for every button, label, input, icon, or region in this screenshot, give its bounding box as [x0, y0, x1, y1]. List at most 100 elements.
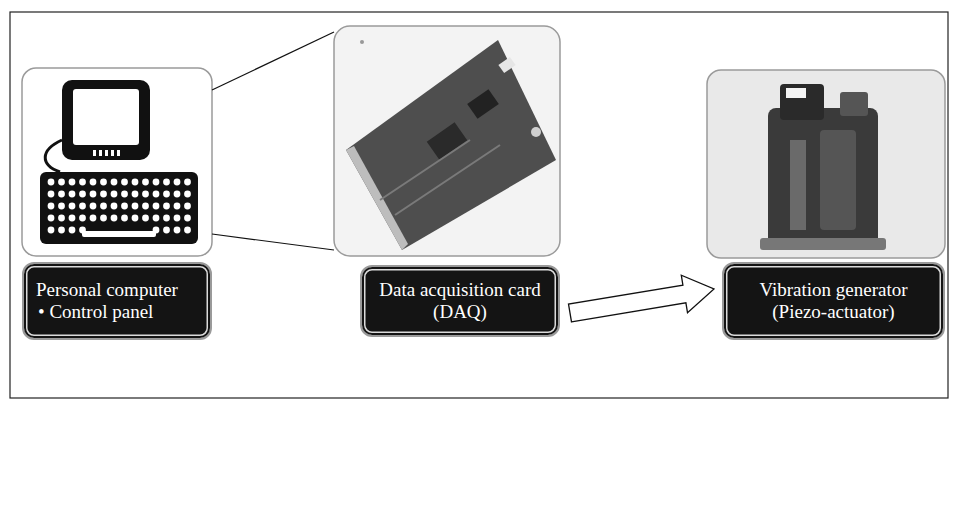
- computer-icon-part-part: [121, 191, 128, 198]
- computer-icon-part-part: [100, 215, 107, 222]
- computer-icon-part-part: [153, 215, 160, 222]
- computer-icon-part-part: [111, 215, 118, 222]
- computer-icon-part-part: [121, 203, 128, 210]
- computer-icon-part-part: [90, 215, 97, 222]
- computer-icon-part-part: [69, 191, 76, 198]
- computer-icon-part-part: [100, 179, 107, 186]
- piezo-actuator-photo-part: [760, 238, 886, 250]
- computer-icon-part-part: [105, 150, 108, 156]
- computer-icon-part-part: [184, 227, 191, 234]
- computer-icon-part-part: [58, 203, 65, 210]
- daq-card-photo: [334, 26, 560, 256]
- computer-icon-part-part: [174, 215, 181, 222]
- label-box: Personal computer• Control panel: [22, 262, 212, 340]
- daq-card-photo-part: [531, 127, 541, 137]
- computer-icon-part: [45, 140, 62, 172]
- box-label: Personal computer: [36, 279, 198, 301]
- computer-icon-part-part: [48, 227, 55, 234]
- computer-icon-part-part: [163, 179, 170, 186]
- computer-icon-part-part: [117, 150, 120, 156]
- daq-card-photo-part: [346, 40, 556, 250]
- computer-icon-part-part: [153, 203, 160, 210]
- daq-card-photo-part: [498, 57, 515, 73]
- computer-icon-part-part: [184, 203, 191, 210]
- computer-icon-part-part: [69, 203, 76, 210]
- zoom-line: [212, 32, 334, 90]
- computer-icon-part-part: [58, 179, 65, 186]
- computer-icon-part-part: [90, 191, 97, 198]
- computer-icon-part-part: [58, 227, 65, 234]
- computer-icon-part-part: [58, 215, 65, 222]
- computer-icon-part-part: [111, 150, 114, 156]
- daq-card-photo-part: [380, 140, 470, 200]
- daq-card-photo-part: [467, 89, 499, 119]
- computer-icon-part-part: [174, 179, 181, 186]
- computer-icon-part-part: [99, 150, 102, 156]
- computer-icon-part-part: [121, 179, 128, 186]
- computer-icon-part-part: [153, 191, 160, 198]
- computer-icon-part-part: [48, 215, 55, 222]
- label-box: Data acquisition card (DAQ): [360, 265, 560, 337]
- computer-icon-part-part: [79, 215, 86, 222]
- daq-card-photo-part: [346, 146, 408, 250]
- box-label: Data acquisition card (DAQ): [374, 279, 546, 323]
- computer-icon-part-part: [58, 191, 65, 198]
- label-box: Vibration generator (Piezo-actuator): [722, 262, 945, 340]
- computer-icon-part-part: [153, 179, 160, 186]
- computer-icon-part: [62, 80, 150, 160]
- computer-icon-part: [73, 89, 139, 145]
- piezo-actuator-photo-part: [790, 140, 806, 230]
- computer-icon-part-part: [90, 179, 97, 186]
- bullet-item: • Control panel: [36, 301, 198, 323]
- computer-icon-part-part: [48, 179, 55, 186]
- computer-icon-part-part: [163, 227, 170, 234]
- computer-icon-part: [93, 150, 120, 156]
- computer-icon-part-part: [100, 203, 107, 210]
- computer-icon-part-part: [132, 215, 139, 222]
- computer-icon-part-part: [174, 227, 181, 234]
- piezo-actuator-photo-part: [840, 92, 868, 116]
- computer-icon-part-part: [142, 203, 149, 210]
- computer-icon-part-part: [111, 203, 118, 210]
- computer-icon-part-part: [90, 203, 97, 210]
- computer-icon-part-part: [69, 179, 76, 186]
- block-arrow: [569, 275, 715, 322]
- computer-icon-part-part: [142, 179, 149, 186]
- computer-icon-part: [22, 68, 212, 256]
- computer-icon-part-part: [93, 150, 96, 156]
- daq-card-photo-part: [334, 26, 560, 256]
- computer-icon-part-part: [163, 191, 170, 198]
- computer-icon: [22, 68, 212, 256]
- computer-icon-part-part: [132, 203, 139, 210]
- computer-icon-part-part: [132, 179, 139, 186]
- computer-icon-part-part: [142, 215, 149, 222]
- daq-card-photo-part: [360, 40, 364, 44]
- computer-icon-part-part: [163, 203, 170, 210]
- computer-icon-part-part: [142, 191, 149, 198]
- computer-icon-part-part: [184, 179, 191, 186]
- piezo-actuator-photo-part: [768, 108, 878, 248]
- zoom-line: [212, 234, 334, 250]
- piezo-actuator-photo-part: [786, 88, 806, 98]
- computer-icon-part: [48, 179, 191, 234]
- box-label: Vibration generator (Piezo-actuator): [736, 279, 931, 323]
- computer-icon-part: [82, 231, 156, 237]
- piezo-actuator-photo: [707, 70, 945, 258]
- computer-icon-part-part: [69, 215, 76, 222]
- computer-icon-part-part: [121, 215, 128, 222]
- computer-icon-part-part: [174, 203, 181, 210]
- computer-icon-part-part: [48, 203, 55, 210]
- computer-icon-part-part: [48, 191, 55, 198]
- computer-icon-part: [40, 172, 198, 244]
- computer-icon-part-part: [79, 191, 86, 198]
- outer-frame: [10, 12, 948, 398]
- computer-icon-part-part: [174, 191, 181, 198]
- computer-icon-part-part: [132, 191, 139, 198]
- computer-icon-part-part: [184, 215, 191, 222]
- computer-icon-part-part: [69, 227, 76, 234]
- computer-icon-part-part: [163, 215, 170, 222]
- piezo-actuator-photo-part: [780, 84, 824, 120]
- computer-icon-part-part: [184, 191, 191, 198]
- computer-icon-part-part: [111, 179, 118, 186]
